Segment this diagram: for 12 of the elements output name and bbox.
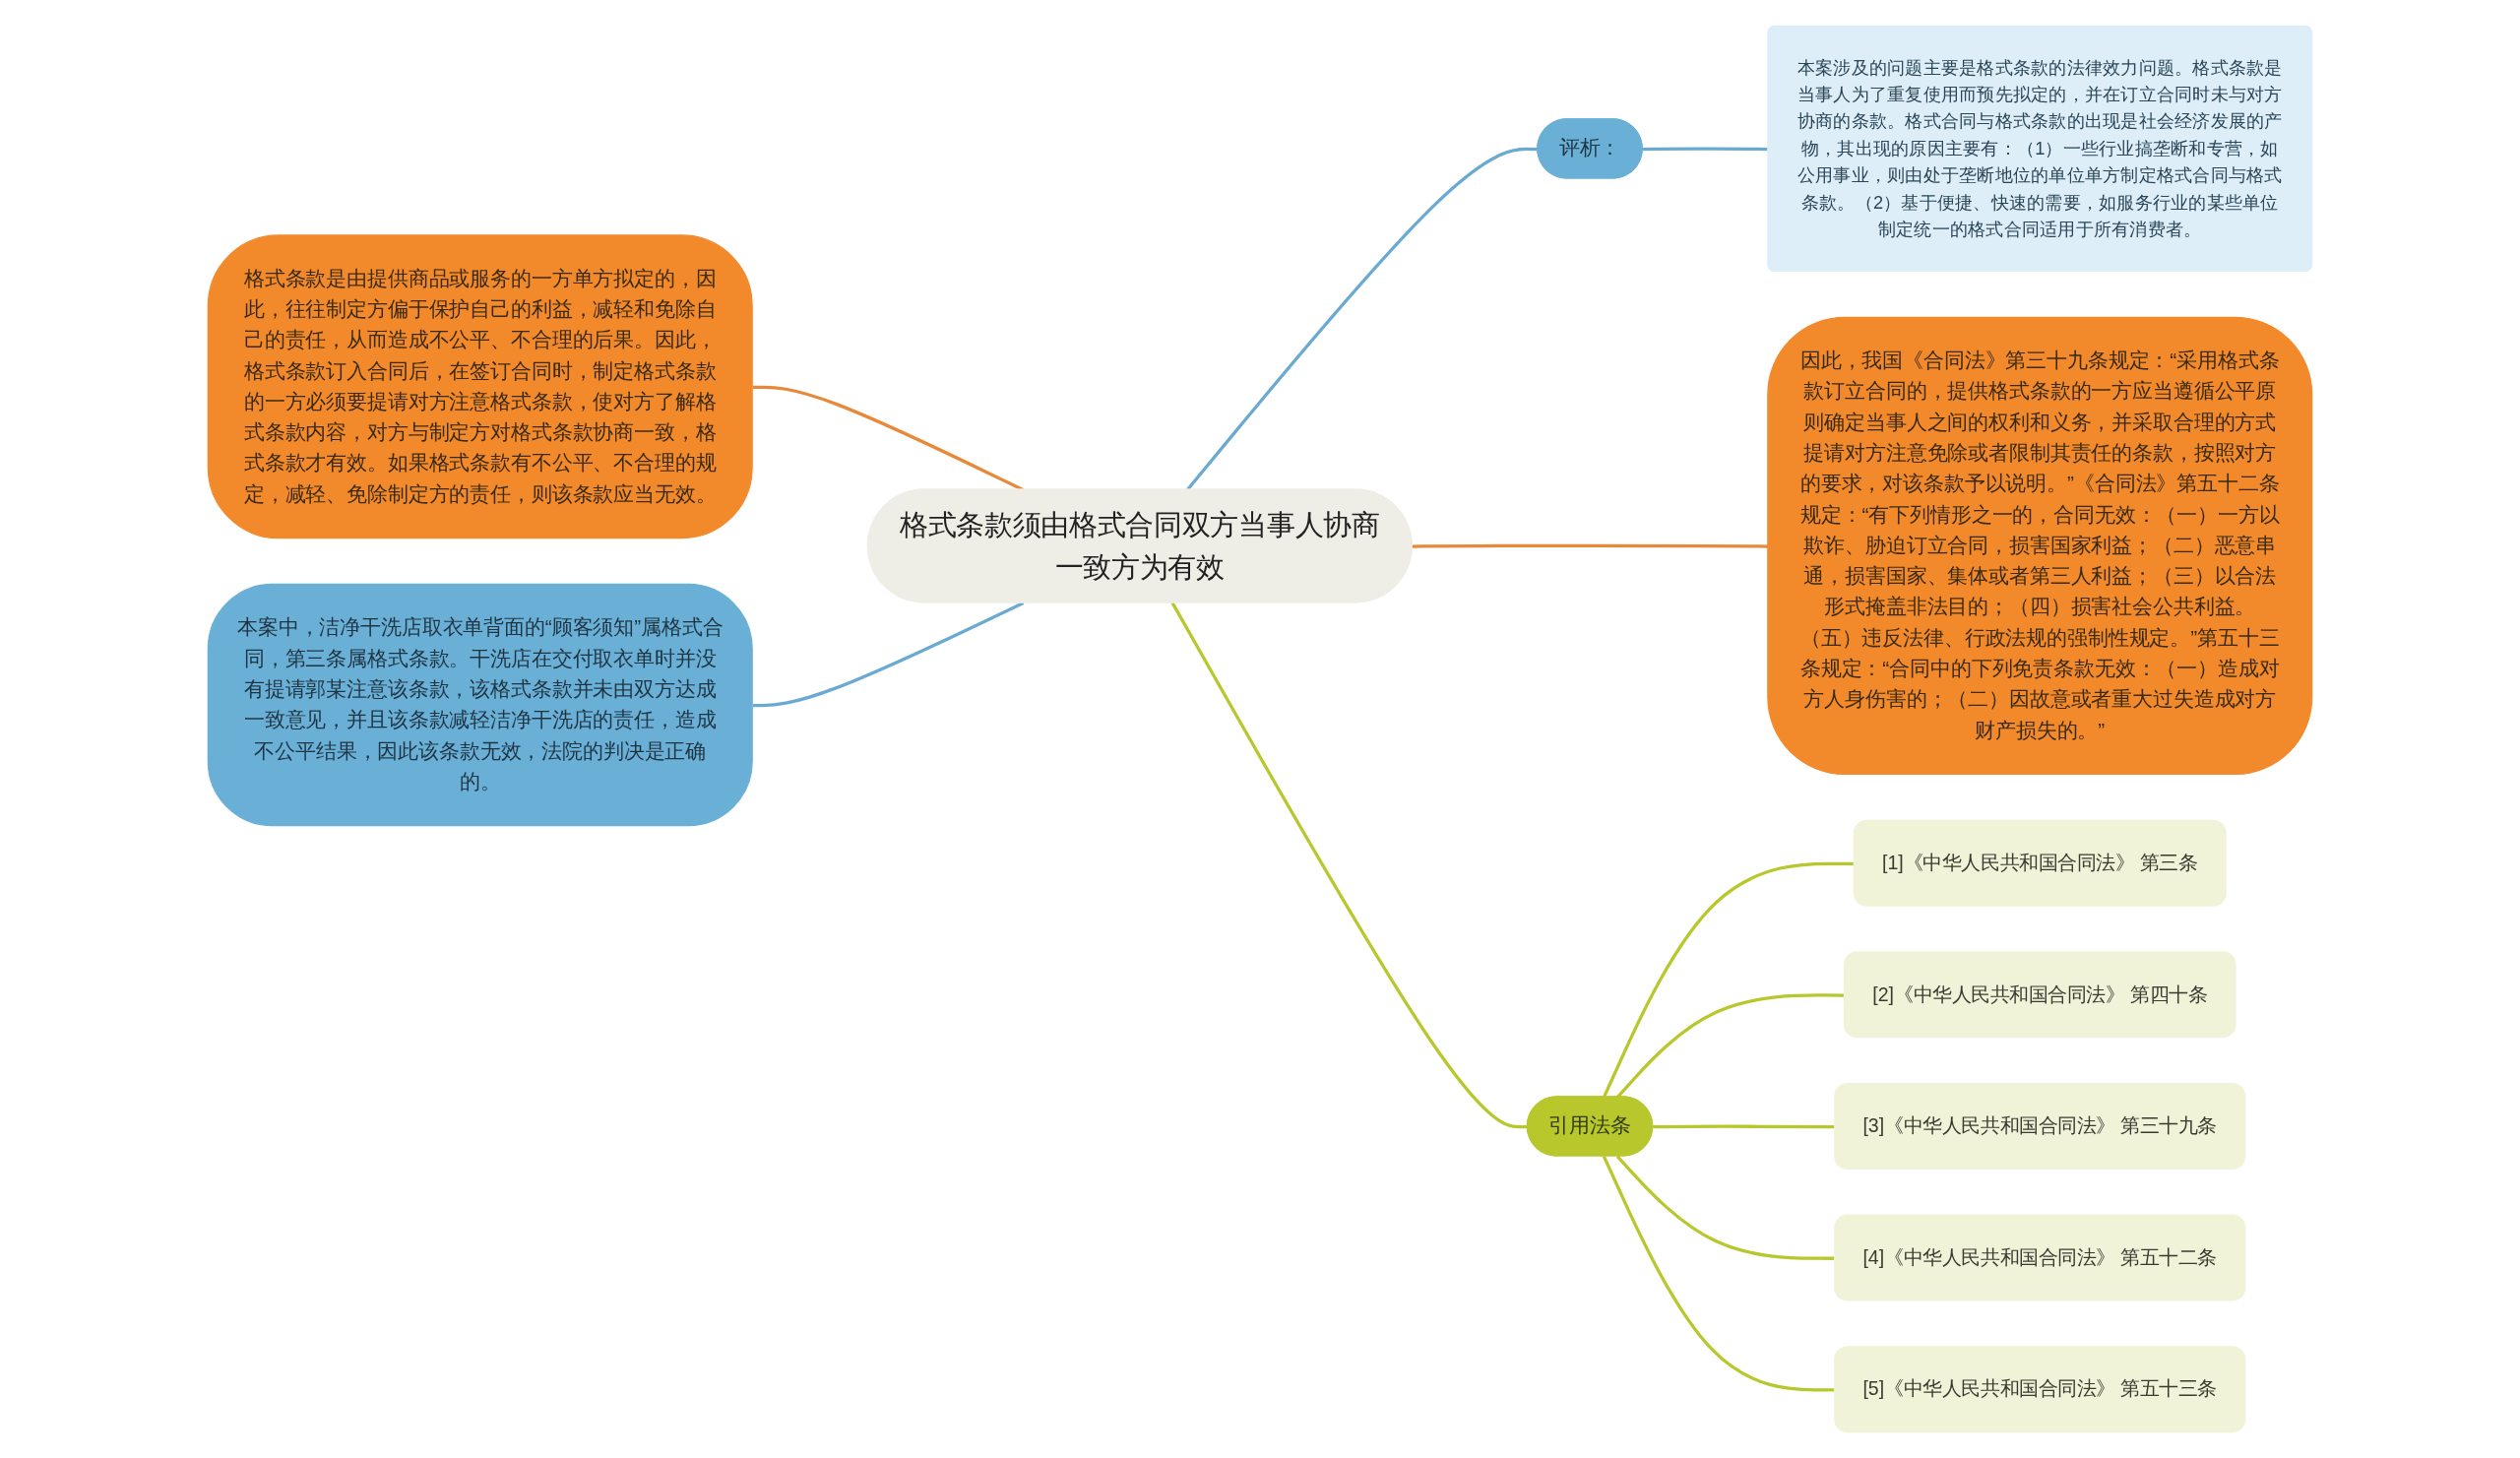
connector bbox=[752, 601, 1025, 708]
node-box: [2]《中华人民共和国合同法》 第四十条 bbox=[1843, 951, 2236, 1039]
connector bbox=[1602, 861, 1855, 1099]
node-box: [5]《中华人民共和国合同法》 第五十三条 bbox=[1834, 1346, 2246, 1433]
node-box: [1]《中华人民共和国合同法》 第三条 bbox=[1853, 819, 2227, 907]
node-box: 本案中，洁净干洗店取衣单背面的“顾客须知”属格式合同，第三条属格式条款。干洗店在交付取衣单时并没有提请郭某注意该条款，该格式条款并未由双方达成一致意见，并且该条款减轻洁净干洗店的责任，造成不公平结果，因此该条款无效，法院的判决是正确的。 bbox=[207, 583, 753, 827]
node-box: [4]《中华人民共和国合同法》 第五十二条 bbox=[1834, 1214, 2246, 1301]
node-box: 因此，我国《合同法》第三十九条规定：“采用格式条款订立合同的，提供格式条款的一方应当遵循公平原则确定当事人之间的权利和义务，并采取合理的方式提请对方注意免除或者限制其责任的条款，按照对方的要求，对该条款予以说明。”《合同法》第五十二条规定：“有下列情形之一的，合同无效：（一）一方以欺诈、胁迫订立合同，损害国家利益；（二）恶意串通，损害国家、集体或者第三人利益；（三）以合法形式掩盖非法目的；（四）损害社会公共利益。（五）违反法律、行政法规的强制性规定。”第五十三条规定：“合同中的下列免责条款无效：（一）造成对方人身伤害的；（二）因故意或者重大过失造成对方财产损失的。” bbox=[1767, 316, 2313, 776]
node-box: 格式条款是由提供商品或服务的一方单方拟定的，因此，往往制定方偏于保护自己的利益，减轻和免除自己的责任，从而造成不公平、不合理的后果。因此，格式条款订入合同后，在签订合同时，制定格式条款的一方必须要提请对方注意格式条款，使对方了解格式条款内容，对方与制定方对格式条款协商一致，格式条款才有效。如果格式条款有不公平、不合理的规定，减轻、免除制定方的责任，则该条款应当无效。 bbox=[207, 234, 753, 539]
node-box: [3]《中华人民共和国合同法》 第三十九条 bbox=[1834, 1083, 2246, 1170]
connector bbox=[1185, 147, 1539, 491]
node-box: 本案涉及的问题主要是格式条款的法律效力问题。格式条款是当事人为了重复使用而预先拟定的，并在订立合同时未与对方协商的条款。格式合同与格式条款的出现是社会经济发展的产物，其出现的原因主要有：（1）一些行业搞垄断和专营，如公用事业，则由处于垄断地位的单位单方制定格式合同与格式条款。（2）基于便捷、快速的需要，如服务行业的某些单位制定统一的格式合同适用于所有消费者。 bbox=[1767, 25, 2313, 273]
